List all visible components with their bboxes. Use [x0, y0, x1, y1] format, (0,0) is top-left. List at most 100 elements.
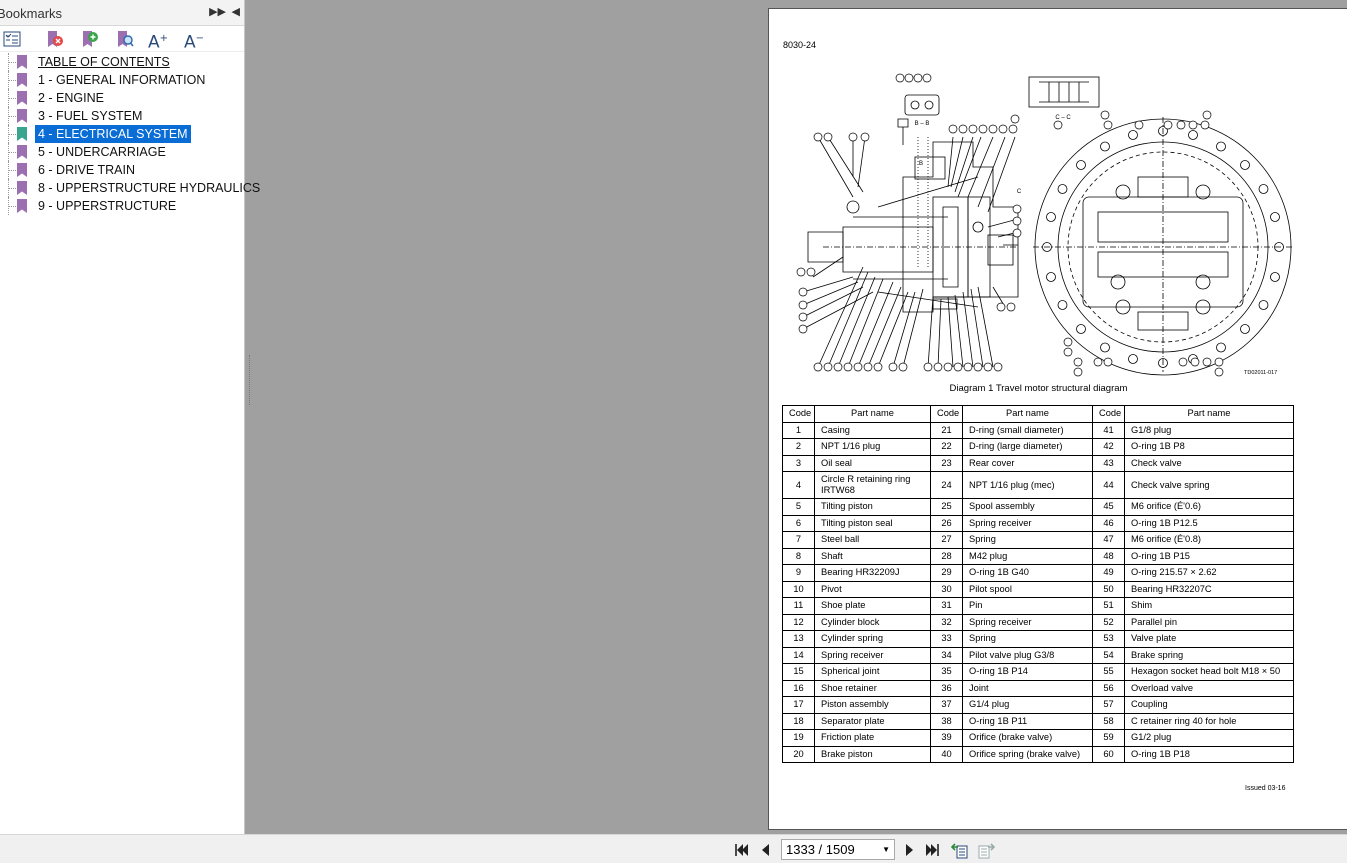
- bookmark-item-drive-train[interactable]: 6 - DRIVE TRAIN: [0, 161, 244, 179]
- tree-connector: [8, 53, 18, 71]
- code-cell: 42: [1092, 438, 1125, 456]
- callout-bubble: [848, 132, 858, 142]
- part-name-cell: Cylinder spring: [814, 630, 931, 648]
- part-name-cell: Tilting piston seal: [814, 514, 931, 532]
- bolt-hole: [1216, 342, 1226, 353]
- part-name-cell: Shoe plate: [814, 597, 931, 615]
- bookmark-item-upperstructure-hydraulics[interactable]: 8 - UPPERSTRUCTURE HYDRAULICS: [0, 179, 260, 197]
- code-cell: 5: [782, 498, 815, 516]
- callout-bubble: [1200, 120, 1210, 130]
- part-name-cell: Separator plate: [814, 712, 931, 730]
- bolt-hole: [1100, 141, 1110, 152]
- bookmark-item-engine[interactable]: 2 - ENGINE: [0, 89, 244, 107]
- bookmark-item-upperstructure[interactable]: 9 - UPPERSTRUCTURE: [0, 197, 244, 215]
- bolt-hole: [1158, 358, 1168, 368]
- bolt-hole: [1274, 242, 1284, 252]
- bookmark-item-table-of-contents[interactable]: TABLE OF CONTENTS: [0, 53, 244, 71]
- page-number-combo[interactable]: ▼: [781, 839, 895, 860]
- callout-bubble: [922, 73, 932, 83]
- bolt-hole: [1076, 324, 1086, 334]
- bookmark-item-undercarriage[interactable]: 5 - UNDERCARRIAGE: [0, 143, 244, 161]
- column-header: Part name: [962, 405, 1093, 423]
- chevron-down-icon[interactable]: ▼: [882, 845, 890, 854]
- callout-bubble: [798, 287, 808, 297]
- panel-splitter[interactable]: [249, 355, 251, 405]
- add-bookmark-icon[interactable]: [80, 29, 100, 49]
- bookmark-item-electrical-system[interactable]: 4 - ELECTRICAL SYSTEM: [0, 125, 244, 143]
- code-cell: 47: [1092, 531, 1125, 549]
- bookmark-flag-icon: [17, 181, 27, 195]
- part-name-cell: Spring receiver: [962, 613, 1093, 631]
- callout-bubble: [1202, 110, 1212, 120]
- callout-bubble: [853, 362, 863, 372]
- bolt-hole: [1128, 354, 1138, 364]
- decrease-font-icon[interactable]: A−: [184, 32, 205, 53]
- part-name-cell: O-ring 1B P18: [1124, 745, 1294, 763]
- bookmark-item-fuel-system[interactable]: 3 - FUEL SYSTEM: [0, 107, 244, 125]
- part-name-cell: Pilot valve plug G3/8: [962, 646, 1093, 664]
- diagram-caption: Diagram 1 Travel motor structural diagra…: [949, 383, 1128, 394]
- code-cell: 33: [930, 630, 963, 648]
- delete-bookmark-icon[interactable]: [45, 29, 65, 49]
- callout-bubble: [953, 362, 963, 372]
- parts-table: Code Part name Code Part name Code Part …: [782, 405, 1294, 763]
- bolt-hole: [1100, 342, 1110, 353]
- code-cell: 13: [782, 630, 815, 648]
- next-page-icon[interactable]: [900, 841, 918, 859]
- bolt-hole: [1046, 272, 1056, 282]
- bookmark-flag-icon: [17, 127, 27, 141]
- bolt-hole: [1240, 324, 1250, 334]
- collapse-panel-icon[interactable]: ▶▶: [209, 6, 226, 18]
- first-page-icon[interactable]: [732, 841, 750, 859]
- part-name-cell: NPT 1/16 plug (mec): [962, 471, 1093, 499]
- callout-bubble: [888, 362, 898, 372]
- code-cell: 35: [930, 663, 963, 681]
- tree-connector: [8, 143, 18, 161]
- bookmarks-toolbar: A+ A−: [0, 26, 244, 53]
- part-name-cell: D-ring (small diameter): [962, 421, 1093, 439]
- hide-panel-icon[interactable]: ◀: [231, 6, 240, 18]
- part-name-cell: Tilting piston: [814, 498, 931, 516]
- bookmark-flag-icon: [17, 73, 27, 87]
- document-page: 8030-24: [768, 8, 1347, 830]
- last-page-icon[interactable]: [924, 841, 942, 859]
- part-name-cell: Hexagon socket head bolt M18 × 50: [1124, 663, 1294, 681]
- part-name-cell: Shaft: [814, 547, 931, 565]
- code-cell: 3: [782, 454, 815, 472]
- part-name-cell: Spring receiver: [962, 514, 1093, 532]
- code-cell: 7: [782, 531, 815, 549]
- code-cell: 55: [1092, 663, 1125, 681]
- next-view-icon[interactable]: [977, 841, 995, 859]
- code-cell: 36: [930, 679, 963, 697]
- code-cell: 4: [782, 471, 815, 499]
- bb-section-label: B – B: [915, 121, 930, 127]
- bolt-hole: [1270, 272, 1280, 282]
- column-header: Part name: [814, 405, 931, 423]
- previous-page-icon[interactable]: [757, 841, 775, 859]
- bookmark-label: 5 - UNDERCARRIAGE: [38, 145, 166, 159]
- bookmark-item-general-information[interactable]: 1 - GENERAL INFORMATION: [0, 71, 244, 89]
- bolt-hole: [1188, 130, 1198, 140]
- column-header: Part name: [1124, 405, 1294, 423]
- find-bookmark-icon[interactable]: [115, 29, 135, 49]
- page-number-input[interactable]: [786, 842, 876, 857]
- tree-connector: [8, 197, 18, 215]
- tree-connector: [8, 125, 18, 143]
- previous-view-icon[interactable]: [951, 841, 969, 859]
- callout-bubble: [923, 362, 933, 372]
- increase-font-icon[interactable]: A+: [148, 32, 169, 53]
- code-cell: 16: [782, 679, 815, 697]
- code-cell: 14: [782, 646, 815, 664]
- callout-bubble: [895, 73, 905, 83]
- part-name-cell: Shoe retainer: [814, 679, 931, 697]
- expand-bookmark-icon[interactable]: [2, 29, 22, 49]
- callout-bubble: [1063, 337, 1073, 347]
- tree-connector: [8, 107, 18, 125]
